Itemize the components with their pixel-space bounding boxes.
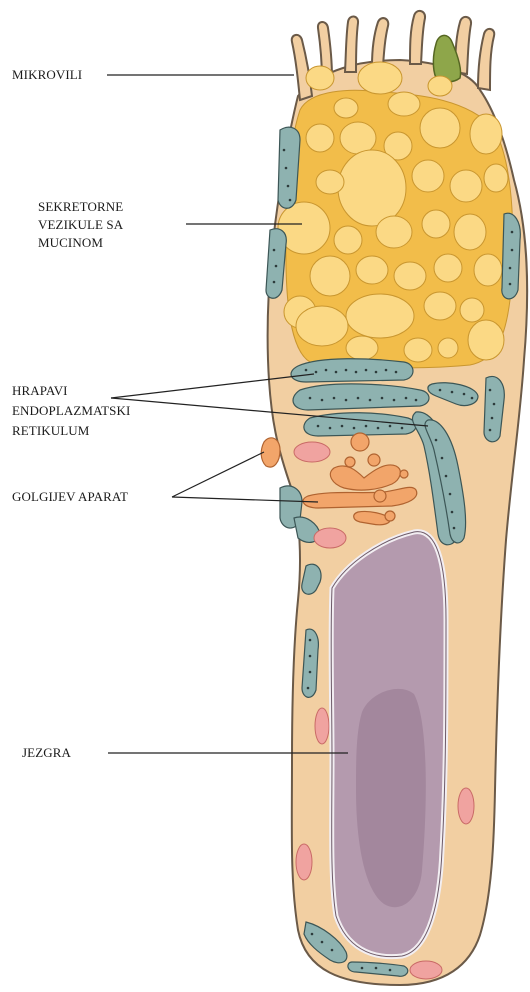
- label-secretory-vesicles-line2: VEZIKULE SA: [38, 216, 123, 233]
- label-nucleus: JEZGRA: [22, 744, 71, 761]
- label-rer-line2: ENDOPLAZMATSKI: [12, 402, 130, 419]
- label-golgi: GOLGIJEV APARAT: [12, 488, 128, 505]
- label-secretory-vesicles-line3: MUCINOM: [38, 234, 103, 251]
- nucleus: [331, 532, 446, 957]
- label-secretory-vesicles-line1: SEKRETORNE: [38, 198, 123, 215]
- leader-line-golgi-1: [172, 452, 264, 497]
- label-rer-line3: RETIKULUM: [12, 422, 89, 439]
- label-microvilli: MIKROVILI: [12, 66, 82, 83]
- label-rer-line1: HRAPAVI: [12, 382, 68, 399]
